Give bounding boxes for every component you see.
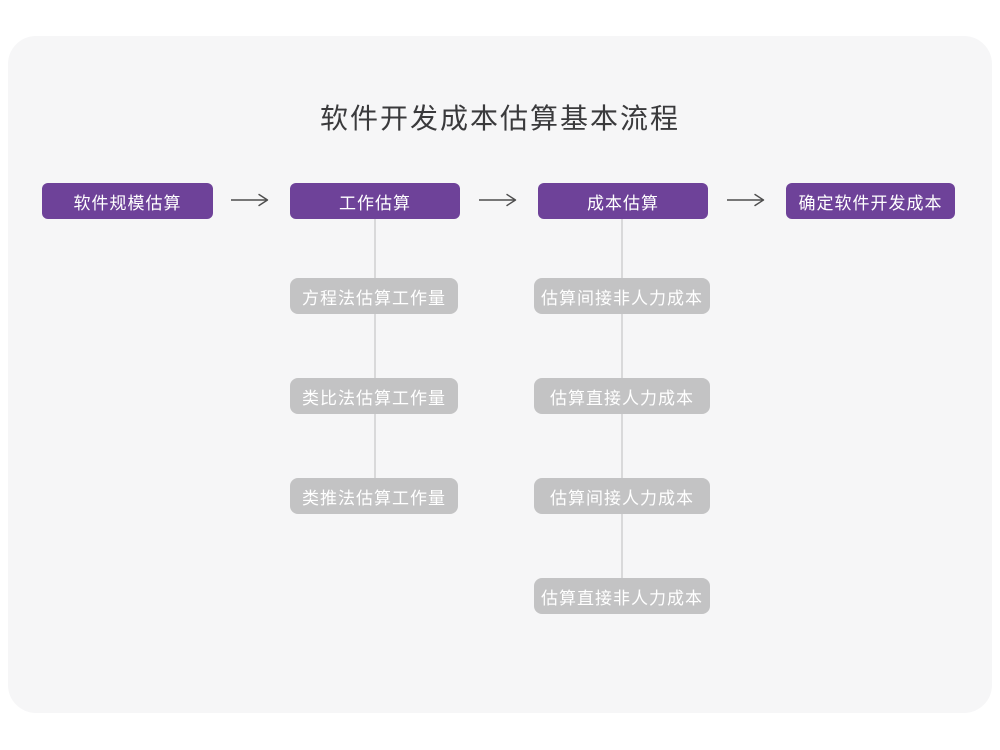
sub-node-extrapolation-method: 类推法估算工作量 [290,478,458,514]
arrow-right-icon [725,192,767,208]
flow-node-work-estimation: 工作估算 [290,183,460,219]
sub-node-direct-labor-cost: 估算直接人力成本 [534,378,710,414]
sub-node-equation-method: 方程法估算工作量 [290,278,458,314]
sub-node-indirect-labor-cost: 估算间接人力成本 [534,478,710,514]
flow-node-determine-dev-cost: 确定软件开发成本 [786,183,955,219]
arrow-right-icon [229,192,271,208]
flow-node-cost-estimation: 成本估算 [538,183,708,219]
connector-line-work-estimation [374,218,376,478]
arrow-right-icon [477,192,519,208]
sub-node-indirect-nonlabor-cost: 估算间接非人力成本 [534,278,710,314]
sub-node-direct-nonlabor-cost: 估算直接非人力成本 [534,578,710,614]
diagram-title: 软件开发成本估算基本流程 [319,103,680,134]
flow-node-software-scale-estimation: 软件规模估算 [42,183,213,219]
sub-node-analogy-method: 类比法估算工作量 [290,378,458,414]
diagram-card [8,36,992,713]
